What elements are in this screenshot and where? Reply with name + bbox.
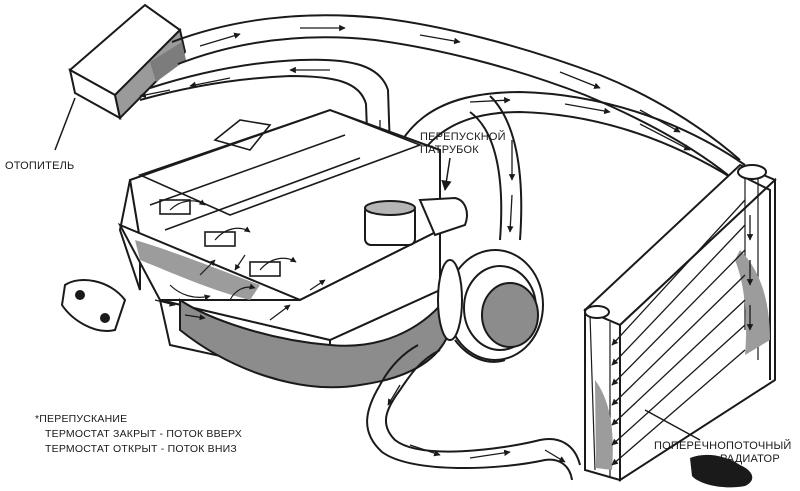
legend-title: *ПЕРЕПУСКАНИЕ [35,413,128,425]
radiator-label-line-1: ПОПЕРЕЧНОПОТОЧНЫЙ [654,440,792,452]
bypass-pipe-label: ПЕРЕПУСКНОЙ ПАТРУБОК [420,131,506,157]
legend-thermostat-open: ТЕРМОСТАТ ОТКРЫТ - ПОТОК ВНИЗ [45,443,237,455]
radiator-cores [611,199,754,466]
bypass-pipe-label-line-1: ПЕРЕПУСКНОЙ [420,131,506,143]
bypass-pipe-label-line-2: ПАТРУБОК [420,144,479,156]
water-pump-pulley [437,249,544,363]
heater-label: ОТОПИТЕЛЬ [5,160,75,172]
lower-hose-flow-arrows [387,384,566,463]
manifold [60,279,127,332]
bypass-pointer-arrow [441,157,452,192]
radiator-label: ПОПЕРЕЧНОПОТОЧНЫЙ РАДИАТОР [654,440,792,466]
radiator [583,163,777,482]
heater-pointer-line [54,97,76,151]
corner-blotch [690,454,753,488]
engine-block [117,108,452,389]
engine-flow-arrows [154,199,326,321]
bypass-legend: *ПЕРЕПУСКАНИЕ ТЕРМОСТАТ ЗАКРЫТ - ПОТОК В… [35,412,242,457]
heater-unit [68,3,187,121]
heater-hoses [139,14,741,211]
legend-thermostat-closed: ТЕРМОСТАТ ЗАКРЫТ - ПОТОК ВВЕРХ [45,428,242,440]
lower-radiator-hose [366,344,581,481]
radiator-pointer-line [644,409,701,441]
thermostat-housing [364,196,468,246]
radiator-label-line-2: РАДИАТОР [720,453,780,465]
